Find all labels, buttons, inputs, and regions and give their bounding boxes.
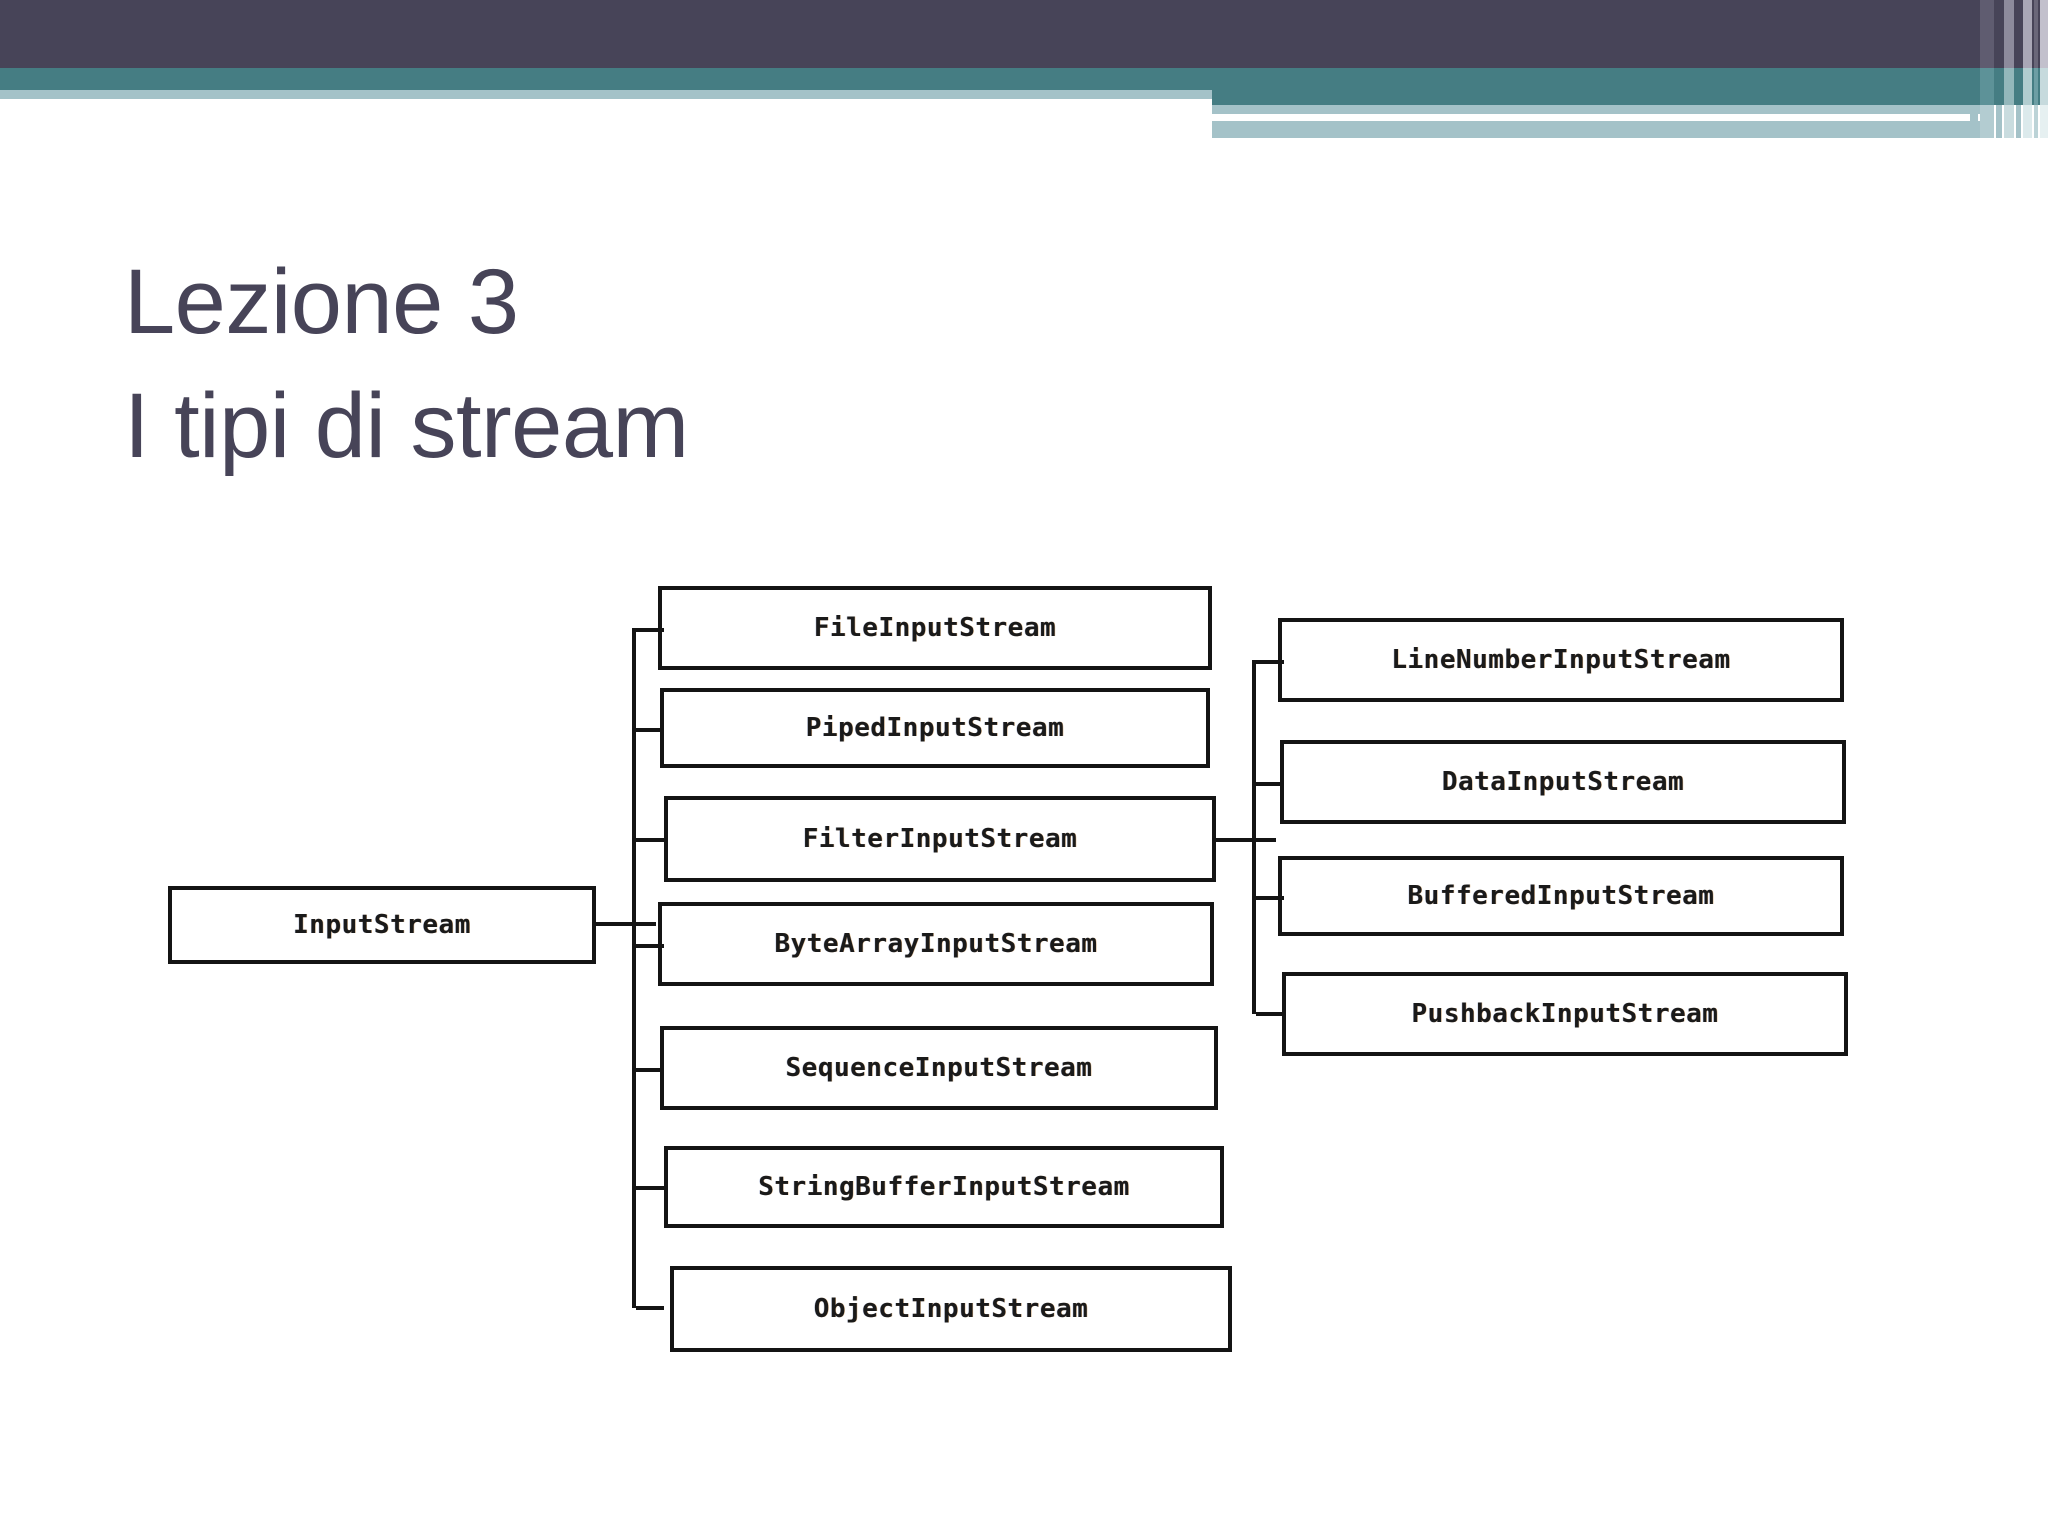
node-stringbufferinputstream[interactable]: StringBufferInputStream — [664, 1146, 1224, 1228]
node-datainputstream[interactable]: DataInputStream — [1280, 740, 1846, 824]
node-inputstream[interactable]: InputStream — [168, 886, 596, 964]
header-vertical-stripe-7 — [2034, 0, 2038, 150]
header-band-pale-left — [0, 90, 1212, 99]
node-label: FileInputStream — [813, 613, 1057, 643]
node-label: DataInputStream — [1441, 767, 1685, 797]
header-decoration — [0, 0, 2048, 150]
header-band-teal-left — [0, 68, 1212, 90]
header-band-pale-right-thin — [1212, 105, 1990, 114]
node-label: BufferedInputStream — [1407, 881, 1715, 911]
connector-stub-level2-4 — [1256, 1012, 1284, 1016]
node-label: PipedInputStream — [805, 713, 1065, 743]
node-label: LineNumberInputStream — [1391, 645, 1731, 675]
node-label: ByteArrayInputStream — [774, 929, 1098, 959]
connector-stub-level2-2 — [1256, 782, 1284, 786]
header-vertical-stripe-4 — [2004, 0, 2014, 150]
header-vertical-stripes — [1970, 0, 2048, 150]
node-bufferedinputstream[interactable]: BufferedInputStream — [1278, 856, 1844, 936]
header-vertical-stripe-2 — [1980, 0, 1994, 150]
node-pipedinputstream[interactable]: PipedInputStream — [660, 688, 1210, 768]
node-pushbackinputstream[interactable]: PushbackInputStream — [1282, 972, 1848, 1056]
header-vertical-stripe-1 — [1970, 0, 1978, 150]
connector-stub-level1-4 — [636, 944, 664, 948]
node-label: FilterInputStream — [802, 824, 1078, 854]
header-band-teal-right — [1212, 68, 2048, 105]
connector-trunk-level1 — [632, 628, 636, 1308]
page-title-line-2: I tipi di stream — [124, 375, 689, 477]
header-vertical-stripe-5 — [2016, 0, 2021, 150]
node-label: StringBufferInputStream — [758, 1172, 1130, 1202]
connector-stub-level2-1 — [1256, 660, 1284, 664]
header-band-dark — [0, 0, 2048, 68]
node-linenumberinputstream[interactable]: LineNumberInputStream — [1278, 618, 1844, 702]
connector-stub-level1-7 — [636, 1306, 664, 1310]
page-title-line-1: Lezione 3 — [124, 251, 519, 353]
connector-filter-output — [1216, 838, 1276, 842]
node-sequenceinputstream[interactable]: SequenceInputStream — [660, 1026, 1218, 1110]
connector-stub-level2-3 — [1256, 896, 1284, 900]
node-label: PushbackInputStream — [1411, 999, 1719, 1029]
connector-stub-level1-2 — [636, 728, 664, 732]
connector-stub-level1-1 — [636, 628, 664, 632]
node-label: ObjectInputStream — [813, 1294, 1089, 1324]
header-band-pale-right-wide — [1212, 121, 1990, 138]
connector-stub-level1-6 — [636, 1186, 664, 1190]
header-vertical-stripe-6 — [2023, 0, 2032, 150]
node-bytearrayinputstream[interactable]: ByteArrayInputStream — [658, 902, 1214, 986]
connector-stub-level1-3 — [636, 838, 664, 842]
connector-stub-level1-5 — [636, 1068, 664, 1072]
node-label: InputStream — [293, 910, 471, 940]
header-vertical-stripe-8 — [2040, 0, 2048, 150]
node-fileinputstream[interactable]: FileInputStream — [658, 586, 1212, 670]
header-band-white-stripe — [1212, 114, 1900, 121]
connector-root-stub — [596, 922, 656, 926]
node-filterinputstream[interactable]: FilterInputStream — [664, 796, 1216, 882]
slide-title: Lezione 3 I tipi di stream — [124, 240, 1524, 488]
node-label: SequenceInputStream — [785, 1053, 1093, 1083]
connector-trunk-level2 — [1252, 660, 1256, 1014]
header-vertical-stripe-3 — [1996, 0, 2002, 150]
node-objectinputstream[interactable]: ObjectInputStream — [670, 1266, 1232, 1352]
